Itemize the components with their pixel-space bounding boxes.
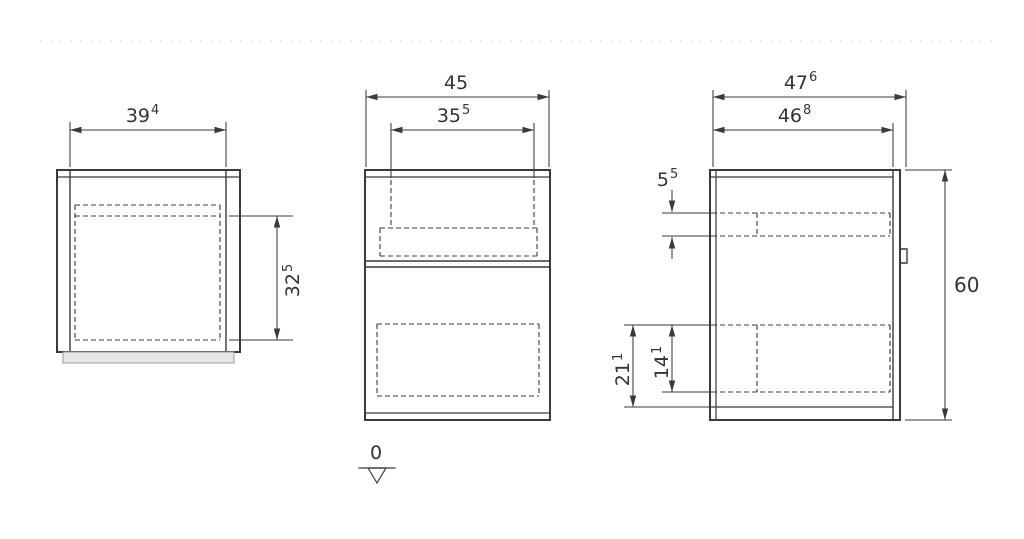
- ground-level-label: 0: [370, 442, 382, 464]
- dim-label-depth-inner: 46: [778, 105, 802, 127]
- dim-label-left-height-sup: 5: [281, 264, 296, 272]
- plinth: [62, 351, 235, 364]
- cabinet-outline: [364, 169, 551, 421]
- dim-label-depth-outer: 47: [784, 72, 808, 94]
- dim-label-bottom-offset-outer-sup: 1: [611, 353, 626, 361]
- front-view: 45 35 5 0: [358, 72, 551, 485]
- dim-label-front-inner-width-sup: 5: [462, 103, 470, 118]
- right-side-view: 47 6 46 8 5 5 60 21 1 14 1: [611, 70, 979, 421]
- dim-label-left-width: 39: [126, 105, 150, 127]
- cabinet-outline: [709, 169, 901, 421]
- dim-label-bottom-offset-inner-main: 14: [651, 355, 673, 379]
- dim-label-left-height-main: 32: [282, 273, 304, 297]
- left-side-view: 39 4 32 5: [56, 103, 304, 364]
- dim-label-bottom-offset-outer: 21 1: [611, 353, 634, 386]
- wall-bracket-icon: [899, 248, 908, 264]
- dim-label-height: 60: [954, 273, 979, 297]
- dim-label-front-inner-width: 35: [437, 105, 461, 127]
- dim-label-depth-inner-sup: 8: [803, 103, 811, 118]
- ground-datum-icon: [366, 467, 388, 485]
- dim-label-depth-outer-sup: 6: [809, 70, 817, 85]
- dim-label-front-width: 45: [444, 72, 468, 94]
- cabinet-outline: [56, 169, 241, 353]
- dim-label-bottom-offset-inner-sup: 1: [650, 346, 665, 354]
- dim-label-top-offset: 5: [657, 169, 669, 191]
- dim-label-top-offset-sup: 5: [670, 167, 678, 182]
- dim-label-left-height: 32 5: [281, 264, 304, 297]
- dim-label-left-width-sup: 4: [151, 103, 159, 118]
- dim-label-bottom-offset-outer-main: 21: [612, 362, 634, 386]
- dim-label-bottom-offset-inner: 14 1: [650, 346, 673, 379]
